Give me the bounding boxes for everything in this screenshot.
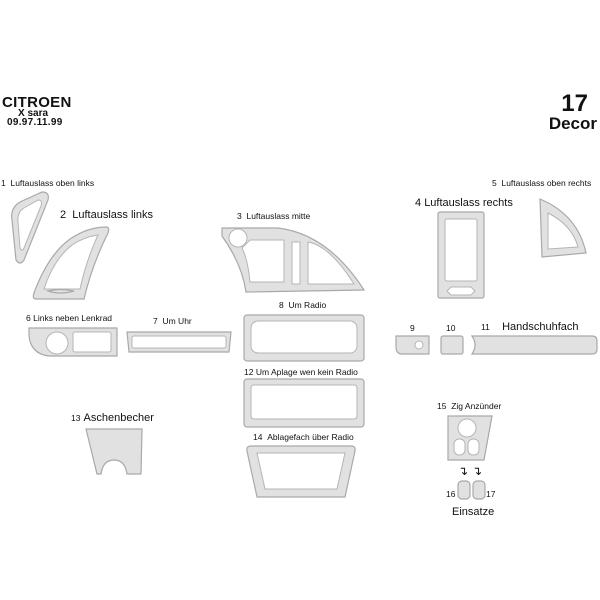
part-5-vent-upper-right[interactable] [538, 197, 588, 259]
part-4-vent-right[interactable] [437, 211, 485, 299]
part-15-cigarette-lighter-panel[interactable] [447, 415, 493, 461]
kit-number: 17 [561, 90, 588, 117]
model-name: X sara [18, 108, 49, 119]
part-8-label: 8 Um Radio [279, 300, 327, 310]
part-2-vent-left[interactable] [30, 225, 110, 301]
part-17-insert[interactable] [472, 480, 486, 500]
kit-name: Decor [548, 114, 597, 133]
inserts-label: Einsatze [452, 506, 495, 518]
part-17-label: 17 [486, 489, 496, 499]
part-12-tray-surround-no-radio[interactable] [243, 378, 365, 428]
part-10-label: 10 [446, 323, 456, 333]
part-14-label: 14 Ablagefach über Radio [253, 432, 354, 442]
part-8-radio-surround[interactable] [243, 314, 365, 362]
part-7-clock-surround[interactable] [125, 330, 233, 354]
part-5-label: 5 Luftauslass oben rechts [492, 178, 592, 188]
part-2-label: 2 Luftauslass links [60, 209, 153, 221]
part-1-label: 1 Luftauslass oben links [1, 178, 95, 188]
part-3-label: 3 Luftauslass mitte [237, 211, 311, 221]
part-15-label: 15 Zig Anzünder [437, 401, 502, 411]
part-13-label: 13 Aschenbecher [71, 412, 154, 424]
part-6-beside-steering-wheel[interactable] [27, 326, 119, 358]
part-11-label: 11 Handschuhfach [481, 321, 579, 333]
part-3-vent-center[interactable] [218, 224, 368, 294]
brand-name: CITROEN [2, 94, 72, 111]
part-6-label: 6 Links neben Lenkrad [26, 313, 113, 323]
arrow-down-icon: ↴ [472, 464, 483, 478]
part-4-label: 4 Luftauslass rechts [415, 197, 513, 209]
part-16-insert[interactable] [457, 480, 471, 500]
part-10-small-panel[interactable] [440, 335, 464, 355]
part-16-label: 16 [446, 489, 456, 499]
part-9-label: 9 [410, 323, 415, 333]
part-11-glovebox-strip[interactable] [470, 335, 598, 355]
part-14-storage-above-radio[interactable] [245, 445, 357, 499]
part-1-vent-upper-left[interactable] [10, 190, 52, 265]
part-9-small-panel[interactable] [395, 335, 431, 355]
date-range: 09.97.11.99 [7, 117, 63, 128]
part-13-ashtray[interactable] [85, 428, 143, 476]
part-7-label: 7 Um Uhr [153, 316, 192, 326]
part-12-label: 12 Um Aplage wen kein Radio [244, 367, 358, 377]
arrow-down-icon: ↴ [458, 464, 469, 478]
